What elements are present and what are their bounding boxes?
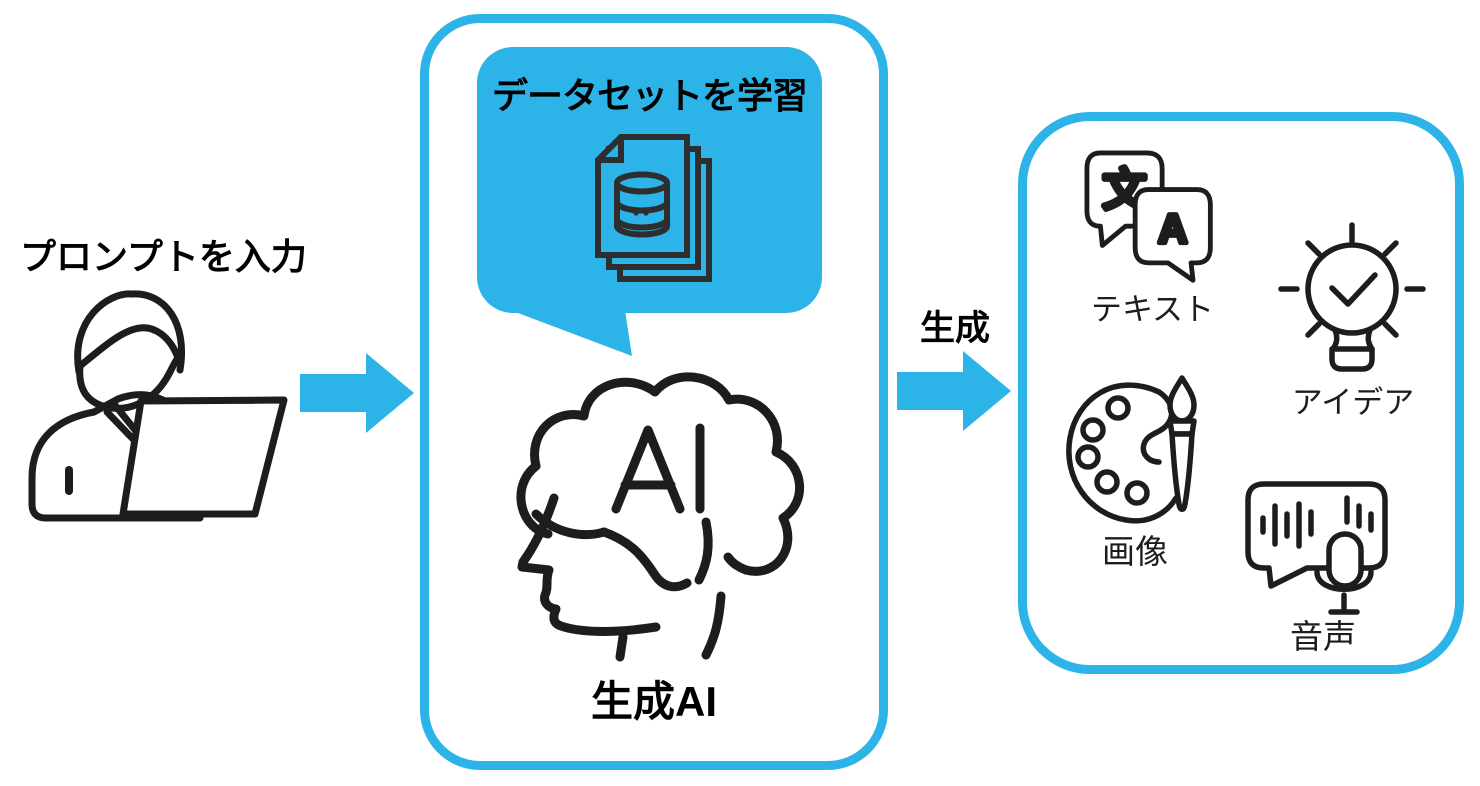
idea-lightbulb-check-icon — [1278, 222, 1426, 372]
document-fold-crease — [598, 137, 624, 163]
neck-back-line — [701, 591, 726, 660]
paint-well — [1094, 469, 1120, 495]
output-label-text: テキスト — [1090, 292, 1215, 327]
database-cylinder-bands — [614, 201, 670, 231]
prompt-input-label: プロンプトを入力 — [20, 236, 307, 277]
speech-bubble-tail — [494, 304, 632, 356]
bulb-globe — [1305, 242, 1399, 336]
database-cylinder-top — [614, 171, 670, 195]
brain-fold — [694, 517, 713, 585]
person-typing-laptop-icon — [28, 290, 288, 522]
brush-handle — [1169, 431, 1195, 512]
generative-ai-label: 生成AI — [590, 678, 717, 725]
mic-stand — [1314, 569, 1374, 592]
mic-capsule — [1326, 531, 1364, 589]
ai-letter-a — [611, 425, 685, 514]
neck-front-line — [615, 632, 628, 662]
translate-chat-bubbles-icon: 文 A — [1084, 150, 1213, 283]
paint-well — [1075, 444, 1101, 470]
latin-glyph: A — [1158, 206, 1187, 252]
mic-stem — [1328, 592, 1360, 615]
database-dot — [633, 210, 639, 216]
generate-arrow-icon — [897, 351, 1011, 431]
input-arrow-icon — [300, 353, 414, 433]
paint-well — [1080, 417, 1106, 443]
output-label-image: 画像 — [1102, 533, 1168, 570]
voice-mic-speech-bubble-icon — [1245, 481, 1388, 615]
chat-bubble-right — [1132, 187, 1213, 283]
person-fringe — [76, 324, 182, 370]
palette-outline — [1066, 382, 1179, 524]
brain-cloud-outline — [516, 372, 804, 576]
dataset-documents-database-icon — [595, 134, 712, 282]
generate-label: 生成 — [919, 309, 990, 348]
output-label-idea: アイデア — [1291, 385, 1415, 420]
brain-fold — [599, 527, 692, 592]
laptop — [119, 396, 288, 518]
paint-well — [1105, 395, 1131, 421]
brush-tip — [1167, 375, 1197, 424]
ai-brain-head-icon — [516, 372, 804, 662]
paint-well — [1124, 480, 1150, 506]
brain-fold — [723, 552, 751, 575]
database-dot — [643, 210, 649, 216]
check-mark — [1329, 272, 1378, 307]
dataset-bubble-label: データセットを学習 — [491, 75, 808, 116]
bulb-rays — [1278, 222, 1426, 338]
output-label-audio: 音声 — [1290, 618, 1356, 655]
bulb-base — [1329, 346, 1375, 372]
dataset-speech-bubble: データセットを学習 — [477, 47, 822, 313]
sound-wave-bars — [1260, 495, 1374, 549]
palette-brush-icon — [1066, 375, 1197, 524]
face-profile — [517, 493, 661, 636]
